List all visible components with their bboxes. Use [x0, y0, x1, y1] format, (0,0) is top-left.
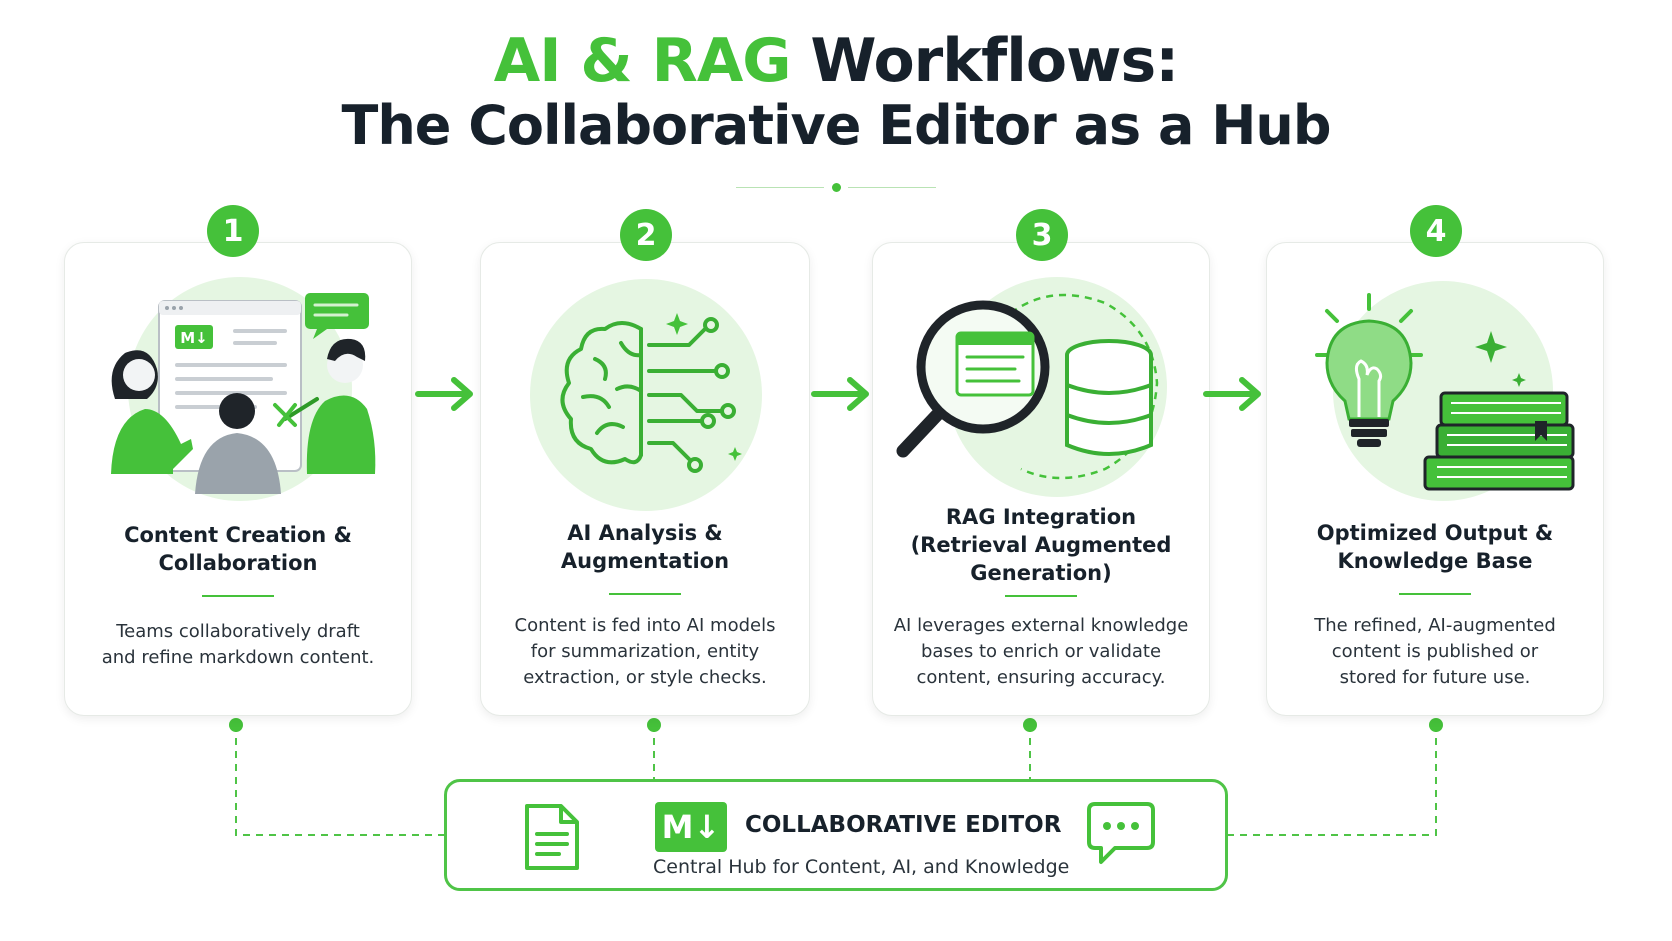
step-card-4: 4 Optimized Output & Knowledge Base The …: [1266, 205, 1604, 716]
step-number-3: 3: [1016, 209, 1068, 261]
lightbulb-books-icon: [1315, 281, 1575, 501]
brain-circuit-icon: [530, 279, 762, 511]
document-icon: [525, 804, 579, 870]
step-desc-1: Teams collaboratively draft and refine m…: [101, 621, 375, 668]
title-accent: AI & RAG: [493, 26, 792, 96]
title-divider: [0, 183, 1672, 193]
step-title-4: Optimized Output & Knowledge Base: [1316, 521, 1554, 573]
page-subtitle: The Collaborative Editor as a Hub: [341, 94, 1332, 157]
step-rule-3: [1005, 595, 1077, 597]
flow-arrow-2: [811, 377, 869, 411]
step-number-4: 4: [1410, 205, 1462, 257]
step-rule-4: [1399, 593, 1471, 595]
step-number-2: 2: [620, 209, 672, 261]
markdown-badge: M↓: [180, 329, 208, 347]
collaborative-editor-hub: M↓ COLLABORATIVE EDITOR Central Hub for …: [444, 779, 1228, 891]
hub-subtitle: Central Hub for Content, AI, and Knowled…: [653, 856, 1070, 878]
markdown-logo: M↓: [655, 802, 727, 852]
team-collaboration-icon: M↓: [111, 277, 376, 501]
step-desc-4: The refined, AI-augmented content is pub…: [1314, 615, 1556, 688]
step-title-1: Content Creation & Collaboration: [124, 523, 352, 575]
search-database-icon: [896, 277, 1167, 497]
step-card-2: 2 AI Analysis & Augmentation Content is …: [480, 209, 810, 716]
step-title-2: AI Analysis & Augmentation: [560, 521, 730, 573]
step-card-1: M↓ 1 Content Creation & Collaboration: [64, 205, 412, 716]
chat-bubble-icon: [1087, 802, 1155, 864]
flow-arrow-3: [1203, 377, 1261, 411]
step-desc-2: Content is fed into AI models for summar…: [514, 615, 776, 688]
step-rule-1: [202, 595, 274, 597]
title-rest: Workflows:: [810, 26, 1179, 96]
step-desc-3: AI leverages external knowledge bases to…: [893, 615, 1189, 688]
step-card-3: 3 RAG Integration (Retrieval Augmented G…: [872, 209, 1210, 716]
page-title: AI & RAG Workflows:: [0, 26, 1672, 96]
step-rule-2: [609, 593, 681, 595]
step-number-1: 1: [207, 205, 259, 257]
flow-arrow-1: [415, 377, 473, 411]
step-title-3: RAG Integration (Retrieval Augmented Gen…: [910, 505, 1172, 585]
hub-title: COLLABORATIVE EDITOR: [745, 812, 1062, 838]
